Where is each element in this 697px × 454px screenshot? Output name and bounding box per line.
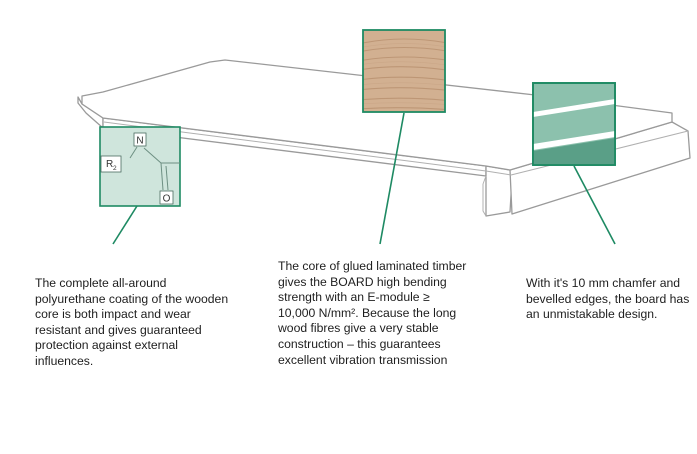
- molecule-label-r-subscript: 2: [113, 165, 117, 172]
- callout-text-core: The core of glued laminated timber gives…: [278, 259, 467, 367]
- molecule-label-nitrogen: N: [136, 136, 143, 147]
- board-illustration: [77, 59, 691, 217]
- urethane-molecule-icon: N O R 2: [99, 126, 181, 207]
- chamfer-edge-icon: [532, 82, 616, 166]
- callout-line-coating: [112, 205, 138, 245]
- molecule-label-oxygen: O: [163, 194, 171, 205]
- wood-grain-swatch: [362, 29, 446, 113]
- board-top-face: [81, 59, 673, 171]
- callout-lines: [112, 112, 616, 245]
- callout-line-edge: [573, 165, 616, 245]
- callout-text-coating: The complete all-around polyurethane coa…: [35, 276, 229, 368]
- callout-line-core: [379, 112, 405, 245]
- callout-text-edge: With it's 10 mm chamfer and bevelled edg…: [526, 276, 690, 322]
- molecule-label-r-group: R: [106, 159, 113, 170]
